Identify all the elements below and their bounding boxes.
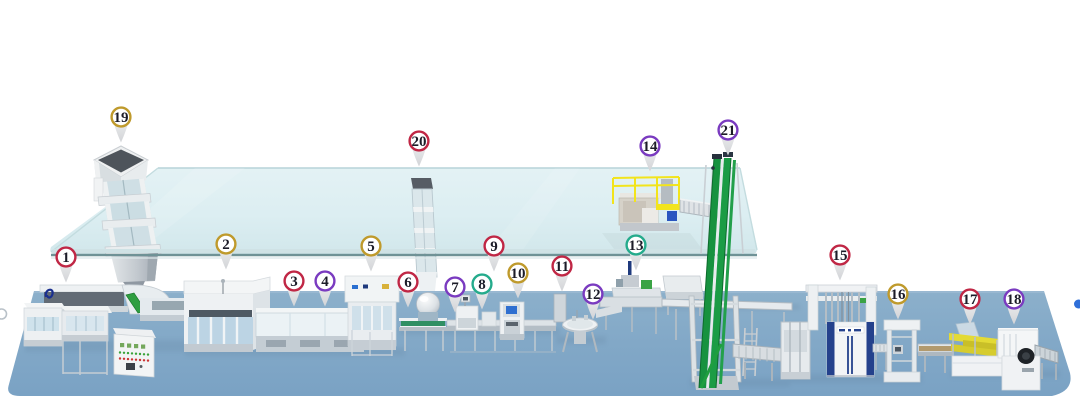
- svg-text:2: 2: [222, 237, 230, 253]
- svg-text:20: 20: [412, 134, 427, 150]
- svg-text:10: 10: [511, 266, 526, 282]
- svg-text:12: 12: [586, 287, 601, 303]
- svg-text:5: 5: [367, 239, 375, 255]
- svg-text:11: 11: [555, 259, 569, 275]
- svg-text:8: 8: [478, 277, 486, 293]
- svg-text:19: 19: [114, 110, 129, 126]
- svg-text:15: 15: [833, 248, 848, 264]
- svg-text:6: 6: [404, 275, 412, 291]
- svg-text:7: 7: [451, 280, 459, 296]
- svg-text:3: 3: [290, 274, 298, 290]
- svg-text:17: 17: [963, 292, 979, 308]
- svg-text:18: 18: [1007, 292, 1022, 308]
- svg-text:16: 16: [891, 287, 907, 303]
- svg-text:13: 13: [629, 238, 644, 254]
- svg-text:21: 21: [721, 123, 736, 139]
- svg-text:4: 4: [321, 274, 329, 290]
- svg-text:1: 1: [62, 250, 70, 266]
- svg-text:14: 14: [643, 139, 659, 155]
- svg-text:9: 9: [490, 239, 498, 255]
